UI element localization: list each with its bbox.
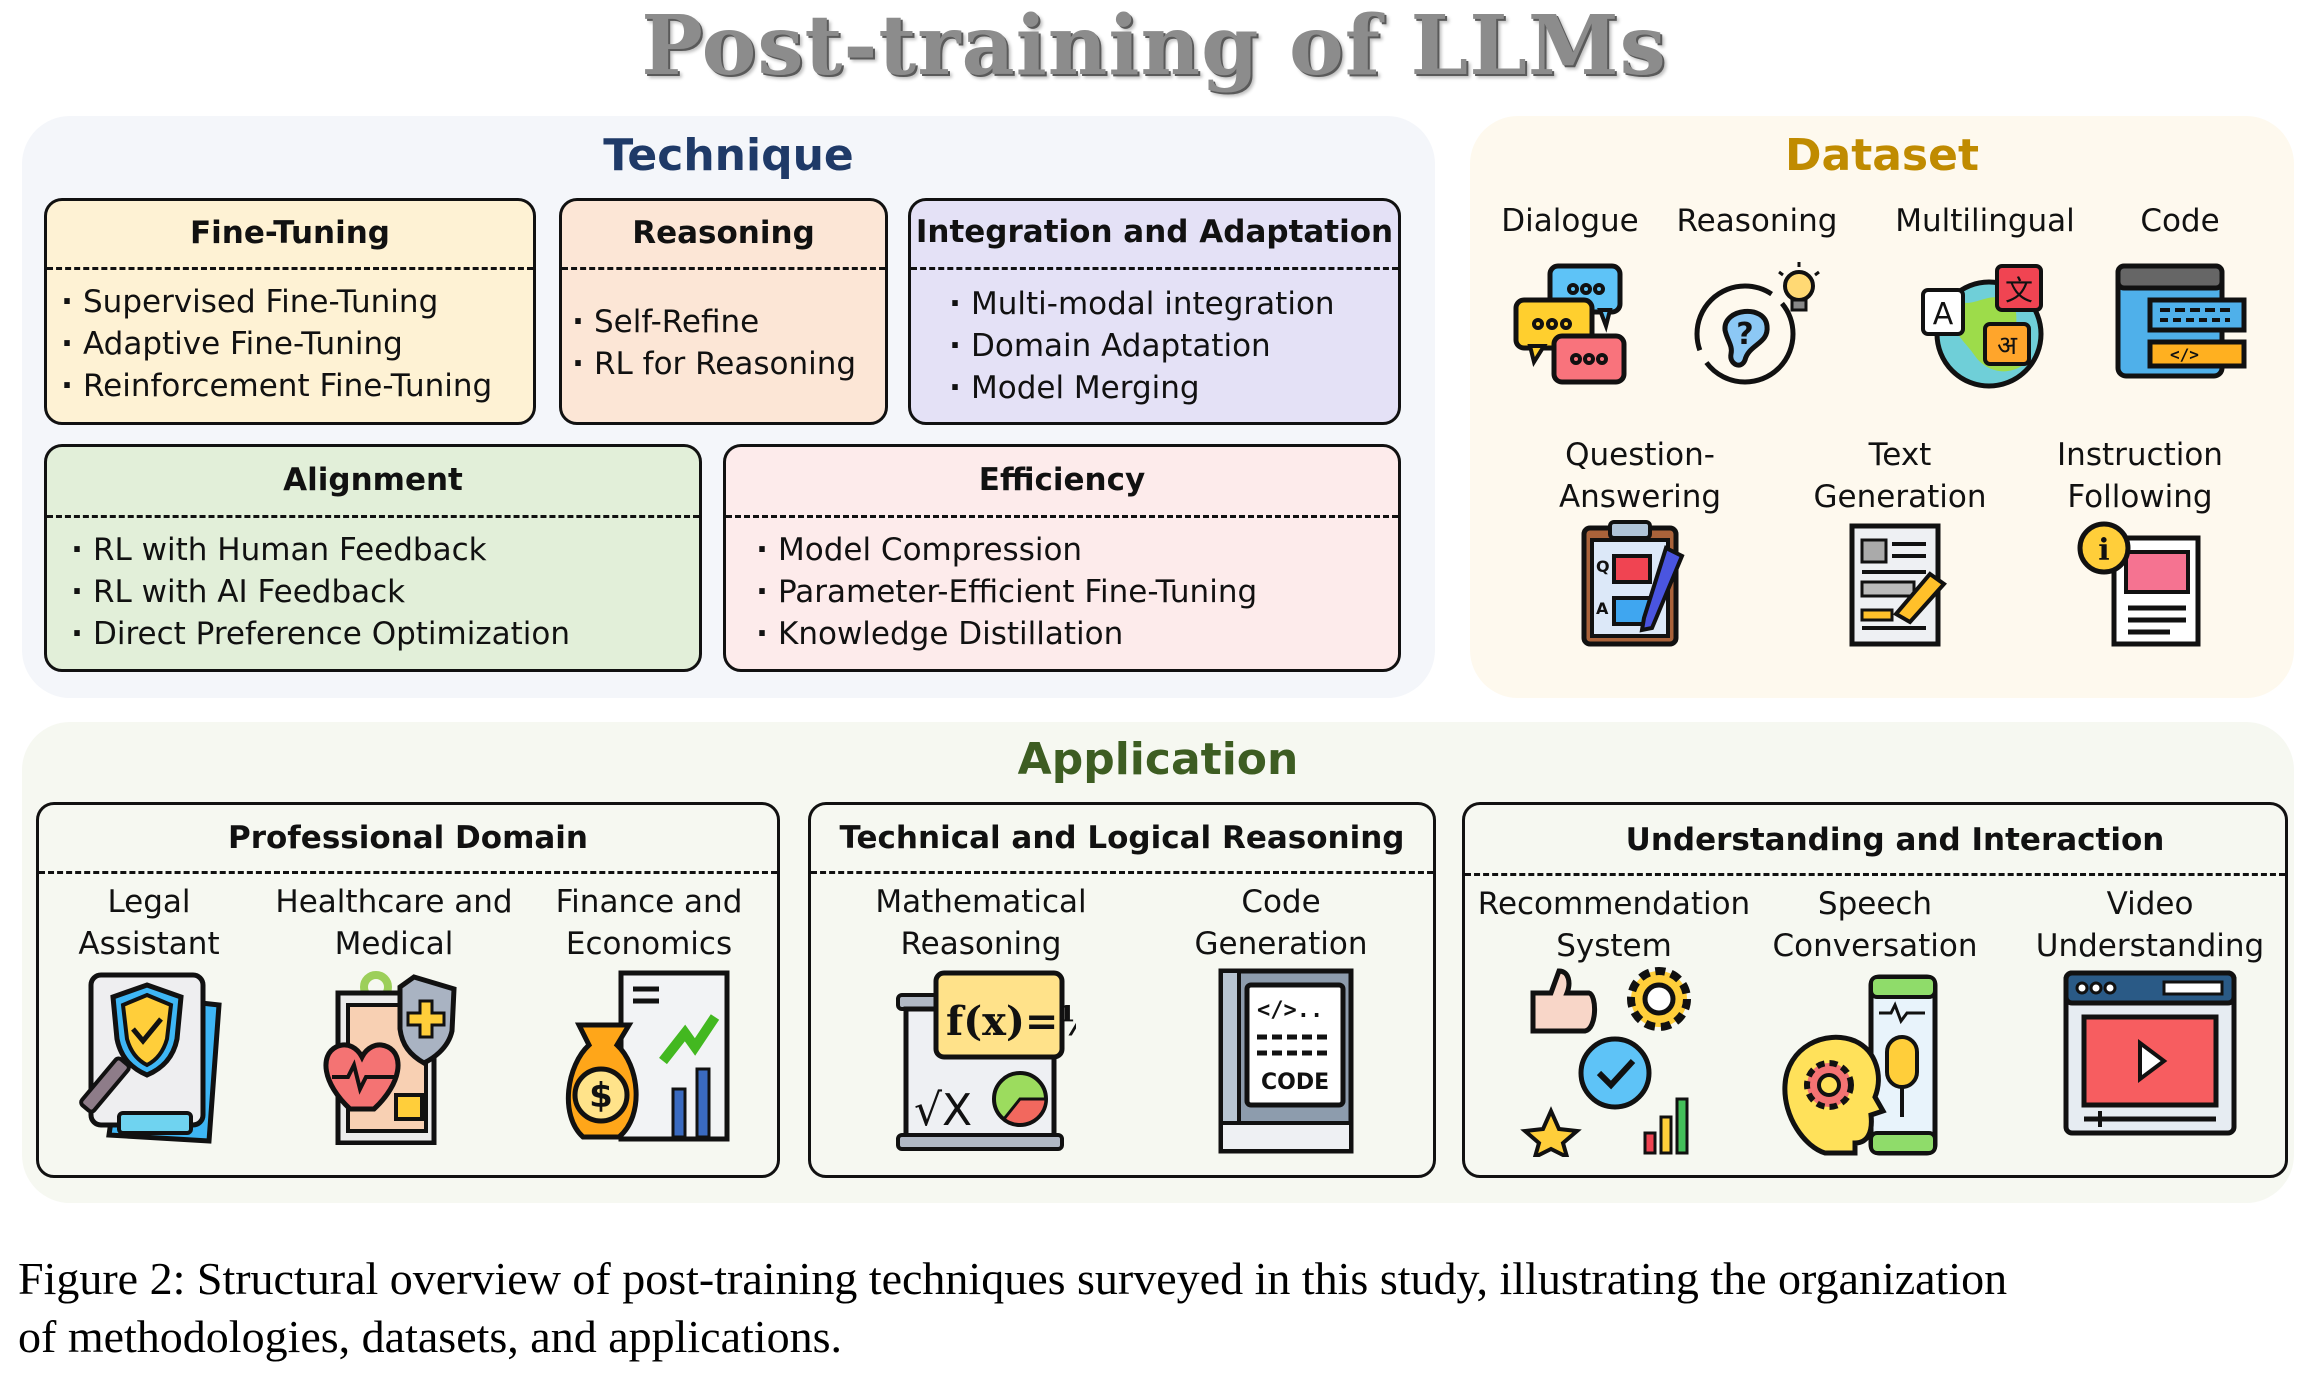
- svg-text:A: A: [1933, 297, 1954, 332]
- math-board-icon: f(x)=½ √X: [896, 970, 1076, 1151]
- svg-text:i: i: [2098, 533, 2109, 568]
- brain-lightbulb-icon: ?: [1694, 262, 1820, 385]
- list-item: Model Merging: [939, 367, 1398, 409]
- svg-text:文: 文: [2005, 274, 2033, 307]
- list-item: Domain Adaptation: [939, 325, 1398, 367]
- svg-text:</>: </>: [2170, 345, 2199, 364]
- dataset-label: Question-Answering: [1558, 437, 1722, 515]
- dataset-item-dialogue: Dialogue: [1490, 200, 1650, 390]
- list-item: RL with Human Feedback: [61, 529, 699, 571]
- head-microphone-icon: [1782, 974, 1938, 1156]
- figure-title: Post-training of LLMs: [641, 0, 1667, 94]
- technique-title: Technique: [603, 130, 854, 181]
- dataset-label: Reasoning: [1676, 203, 1838, 239]
- list-item: Adaptive Fine-Tuning: [51, 323, 533, 365]
- clipboard-qa-icon: Q A: [1581, 520, 1685, 647]
- dataset-label: Dialogue: [1501, 203, 1639, 239]
- integration-adaptation-box: Integration and Adaptation Multi-modal i…: [908, 198, 1401, 425]
- integration-adaptation-title: Integration and Adaptation: [911, 201, 1398, 270]
- code-book-icon: </>.. CODE: [1218, 968, 1354, 1154]
- list-item: Model Compression: [746, 529, 1398, 571]
- figure-caption: Figure 2: Structural overview of post-tr…: [18, 1250, 2298, 1366]
- list-item: Parameter-Efficient Fine-Tuning: [746, 571, 1398, 613]
- dataset-title: Dataset: [1784, 130, 1979, 181]
- dataset-label: Multilingual: [1895, 203, 2075, 239]
- alignment-box: Alignment RL with Human Feedback RL with…: [44, 444, 702, 672]
- reasoning-title: Reasoning: [562, 201, 885, 270]
- code-window-icon: </>: [2115, 263, 2247, 379]
- svg-text:CODE: CODE: [1261, 1070, 1329, 1095]
- dataset-item-reasoning: Reasoning ?: [1672, 200, 1842, 390]
- svg-text:A: A: [1596, 599, 1609, 618]
- info-document-icon: i: [2077, 521, 2201, 647]
- caption-line-1: Figure 2: Structural overview of post-tr…: [18, 1253, 2008, 1304]
- fine-tuning-box: Fine-Tuning Supervised Fine-Tuning Adapt…: [44, 198, 536, 425]
- professional-domain-title: Professional Domain: [39, 805, 777, 874]
- list-item: Self-Refine: [562, 301, 885, 343]
- svg-text:√X: √X: [914, 1085, 972, 1136]
- list-item: Reinforcement Fine-Tuning: [51, 365, 533, 407]
- list-item: Knowledge Distillation: [746, 613, 1398, 655]
- list-item: Direct Preference Optimization: [61, 613, 699, 655]
- technical-logical-reasoning-box: Technical and Logical Reasoning Mathemat…: [808, 802, 1436, 1178]
- svg-text:</>..: </>..: [1257, 998, 1323, 1023]
- reasoning-box: Reasoning Self-Refine RL for Reasoning: [559, 198, 888, 425]
- svg-text:Q: Q: [1596, 557, 1610, 576]
- list-item: RL for Reasoning: [562, 343, 885, 385]
- svg-text:f(x)=½: f(x)=½: [946, 998, 1076, 1045]
- efficiency-box: Efficiency Model Compression Parameter-E…: [723, 444, 1401, 672]
- money-bag-chart-icon: $: [565, 970, 730, 1142]
- svg-text:अ: अ: [1997, 331, 2018, 361]
- fine-tuning-title: Fine-Tuning: [47, 201, 533, 270]
- video-player-icon: [2063, 970, 2237, 1136]
- understanding-interaction-title: Understanding and Interaction: [1465, 805, 2285, 876]
- globe-translate-icon: A 文 अ: [1921, 264, 2044, 389]
- list-item: RL with AI Feedback: [61, 571, 699, 613]
- application-title: Application: [1017, 734, 1299, 785]
- dataset-item-code: Code </>: [2110, 200, 2250, 390]
- caption-line-2: of methodologies, datasets, and applicat…: [18, 1311, 842, 1362]
- chat-bubbles-icon: [1513, 263, 1627, 385]
- svg-text:$: $: [589, 1076, 613, 1116]
- dataset-item-multilingual: Multilingual A 文 अ: [1880, 200, 2090, 390]
- efficiency-title: Efficiency: [726, 447, 1398, 518]
- thumbs-up-gear-icon: [1520, 967, 1691, 1157]
- dataset-item-question-answering: Question-Answering Q A: [1530, 434, 1750, 648]
- technical-logical-reasoning-title: Technical and Logical Reasoning: [811, 805, 1433, 874]
- list-item: Supervised Fine-Tuning: [51, 281, 533, 323]
- alignment-title: Alignment: [47, 447, 699, 518]
- medical-heart-icon: [323, 971, 457, 1145]
- document-pen-icon: [1849, 523, 1947, 647]
- dataset-label: Code: [2140, 203, 2220, 239]
- understanding-interaction-box: Understanding and Interaction Recommenda…: [1462, 802, 2288, 1178]
- legal-shield-gavel-icon: [79, 972, 222, 1144]
- list-item: Multi-modal integration: [939, 283, 1398, 325]
- svg-text:?: ?: [1736, 317, 1753, 352]
